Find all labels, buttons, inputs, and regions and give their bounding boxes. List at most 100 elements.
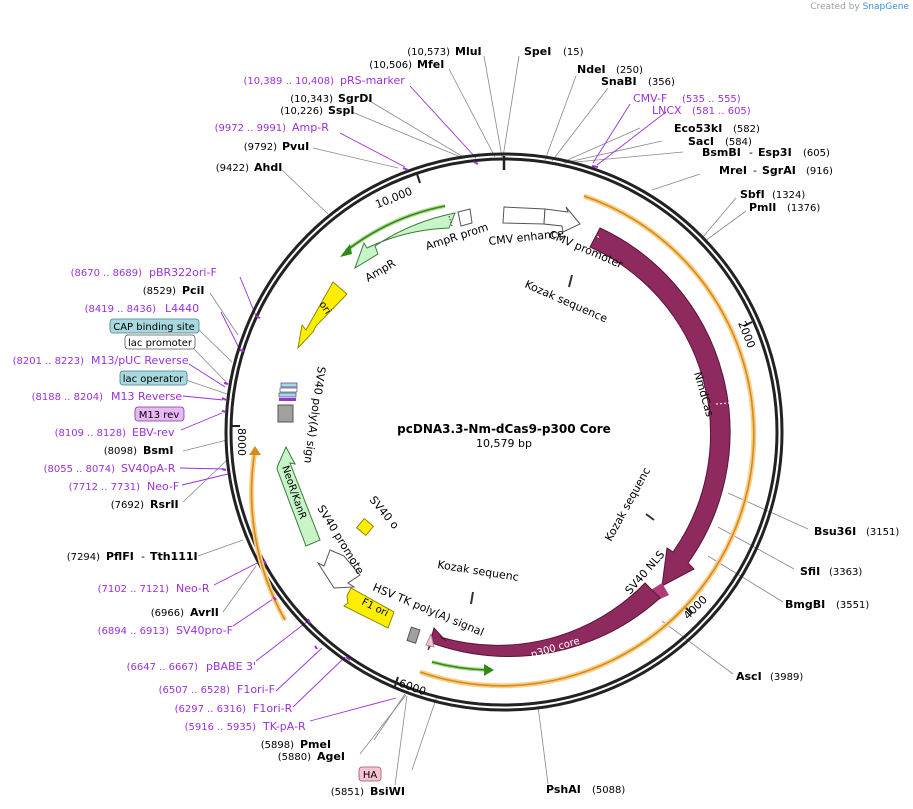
site-esp3i[interactable]: Esp3I: [758, 146, 792, 159]
site-ahdi[interactable]: AhdI: [254, 161, 282, 174]
site-mrei[interactable]: MreI: [719, 164, 747, 177]
primer-sv40pa-r[interactable]: SV40pA-R: [121, 462, 176, 475]
site-sgrdi[interactable]: SgrDI: [338, 92, 372, 105]
plasmid-length: 10,579 bp: [476, 437, 532, 450]
primer-prs-marker[interactable]: pRS-marker: [340, 74, 405, 87]
site-rsrii[interactable]: RsrII: [150, 498, 179, 511]
range-m13-puc-reverse: (8201 .. 8223): [13, 356, 85, 367]
ruler-ticks: [230, 173, 753, 687]
dash-mrei: -: [753, 164, 757, 177]
cap-binding-site-box[interactable]: [109, 318, 200, 334]
range-neo-r: (7102 .. 7121): [98, 584, 170, 595]
primer-m13-reverse[interactable]: M13 Reverse: [111, 390, 182, 403]
lac-operator-box[interactable]: [119, 370, 188, 386]
pos-bsmbi: (605): [803, 148, 830, 159]
site-asci[interactable]: AscI: [736, 670, 762, 683]
site-snabi[interactable]: SnaBI: [601, 75, 637, 88]
site-eco53ki[interactable]: Eco53kI: [674, 122, 722, 135]
site-spei[interactable]: SpeI: [524, 45, 551, 58]
primer-pbabe3[interactable]: pBABE 3': [206, 660, 256, 673]
feature-f1-ori: [343, 587, 395, 629]
site-mfei[interactable]: MfeI: [417, 58, 444, 71]
pos-snabi: (356): [648, 77, 675, 88]
feature-kozak-2: [645, 513, 655, 521]
feature-neor: [276, 445, 321, 547]
site-bsiwi[interactable]: BsiWI: [370, 785, 405, 798]
range-sv40pa-r: (8055 .. 8074): [44, 464, 116, 475]
pos-bmgbi: (3551): [836, 600, 869, 611]
leader-lines: [182, 55, 809, 786]
pos-pflfi: (7294): [67, 552, 100, 563]
cap-binding-site-label: CAP binding site: [113, 322, 195, 333]
feature-sv40-ori: [355, 517, 375, 537]
feature-ori: [297, 281, 348, 350]
pos-avrii: (6966): [151, 608, 184, 619]
pos-mlui: (10,573): [407, 47, 450, 58]
pos-sbfi: (1324): [772, 190, 805, 201]
range-f1ori-f: (6507 .. 6528): [159, 685, 231, 696]
site-pflfi[interactable]: PflFI: [106, 550, 134, 563]
site-saci[interactable]: SacI: [688, 135, 714, 148]
primer-pbr322ori-f[interactable]: pBR322ori-F: [149, 266, 217, 279]
primer-sv40pro-f[interactable]: SV40pro-F: [176, 624, 233, 637]
ha-box[interactable]: [358, 766, 382, 782]
site-tth111i[interactable]: Tth111I: [150, 550, 198, 563]
site-mlui[interactable]: MluI: [455, 45, 482, 58]
label-ampr: AmpR: [363, 256, 398, 284]
pos-ahdi: (9422): [216, 163, 249, 174]
primer-neo-r[interactable]: Neo-R: [176, 582, 210, 595]
primer-lncx[interactable]: LNCX: [652, 104, 682, 117]
range-pbr322ori-f: (8670 .. 8689): [71, 268, 143, 279]
site-bsmi[interactable]: BsmI: [143, 444, 174, 457]
pos-bsiwi: (5851): [331, 787, 364, 798]
site-sbfi[interactable]: SbfI: [740, 188, 765, 201]
dash-bsmbi: -: [749, 146, 753, 159]
primer-markers: [221, 161, 599, 661]
site-sgrai[interactable]: SgrAI: [762, 164, 796, 177]
snapgene-credit: Created by SnapGene: [810, 2, 909, 12]
primer-f1ori-r[interactable]: F1ori-R: [253, 702, 293, 715]
site-bsu36i[interactable]: Bsu36I: [814, 525, 856, 538]
feature-kozak-3: [470, 591, 474, 605]
site-agei[interactable]: AgeI: [317, 750, 345, 763]
feature-sv40-promoter: [316, 549, 361, 589]
primer-tk-pa-r[interactable]: TK-pA-R: [262, 720, 306, 733]
pos-agei: (5880): [278, 752, 311, 763]
site-pmei[interactable]: PmeI: [300, 738, 331, 751]
range-pbabe3: (6647 .. 6667): [127, 662, 199, 673]
primer-amp-r[interactable]: Amp-R: [292, 121, 329, 134]
feature-ampr: [354, 212, 456, 270]
feature-lac-operator: [278, 392, 297, 398]
site-bsmbi[interactable]: BsmBI: [702, 146, 741, 159]
primer-m13-puc-reverse[interactable]: M13/pUC Reverse: [91, 354, 189, 367]
primer-ebv-rev[interactable]: EBV-rev: [132, 426, 175, 439]
site-pshai[interactable]: PshAI: [546, 783, 581, 796]
range-l4440: (8419 .. 8436): [85, 304, 157, 315]
primer-f1ori-f[interactable]: F1ori-F: [237, 683, 275, 696]
site-pmli[interactable]: PmlI: [749, 201, 776, 214]
m13-rev-box[interactable]: [134, 406, 185, 422]
feature-ha-tag: [425, 632, 435, 648]
lac-promoter-box[interactable]: [124, 334, 196, 350]
feature-m13-rev: [279, 398, 296, 401]
lac-operator-label: lac operator: [123, 374, 184, 385]
site-sspi[interactable]: SspI: [328, 104, 354, 117]
primer-neo-f[interactable]: Neo-F: [147, 480, 179, 493]
site-pvui[interactable]: PvuI: [282, 140, 309, 153]
site-ndei[interactable]: NdeI: [577, 63, 606, 76]
pos-pshai: (5088): [592, 785, 625, 796]
primer-cmv-f[interactable]: CMV-F: [633, 92, 667, 105]
pos-pmei: (5898): [261, 740, 294, 751]
backbone-outer: [224, 152, 784, 712]
label-kozak-1: Kozak sequence: [523, 278, 610, 326]
site-pcii[interactable]: PciI: [182, 284, 204, 297]
pos-mrei: (916): [806, 166, 833, 177]
site-avrii[interactable]: AvrII: [190, 606, 219, 619]
feature-kozak-1: [568, 274, 573, 288]
site-bmgbi[interactable]: BmgBI: [785, 598, 825, 611]
primer-l4440[interactable]: L4440: [165, 302, 199, 315]
plasmid-name: pcDNA3.3-Nm-dCas9-p300 Core: [397, 422, 611, 436]
range-m13-reverse: (8188 .. 8204): [32, 392, 104, 403]
pos-ndei: (250): [616, 65, 643, 76]
site-sfii[interactable]: SfiI: [800, 565, 820, 578]
